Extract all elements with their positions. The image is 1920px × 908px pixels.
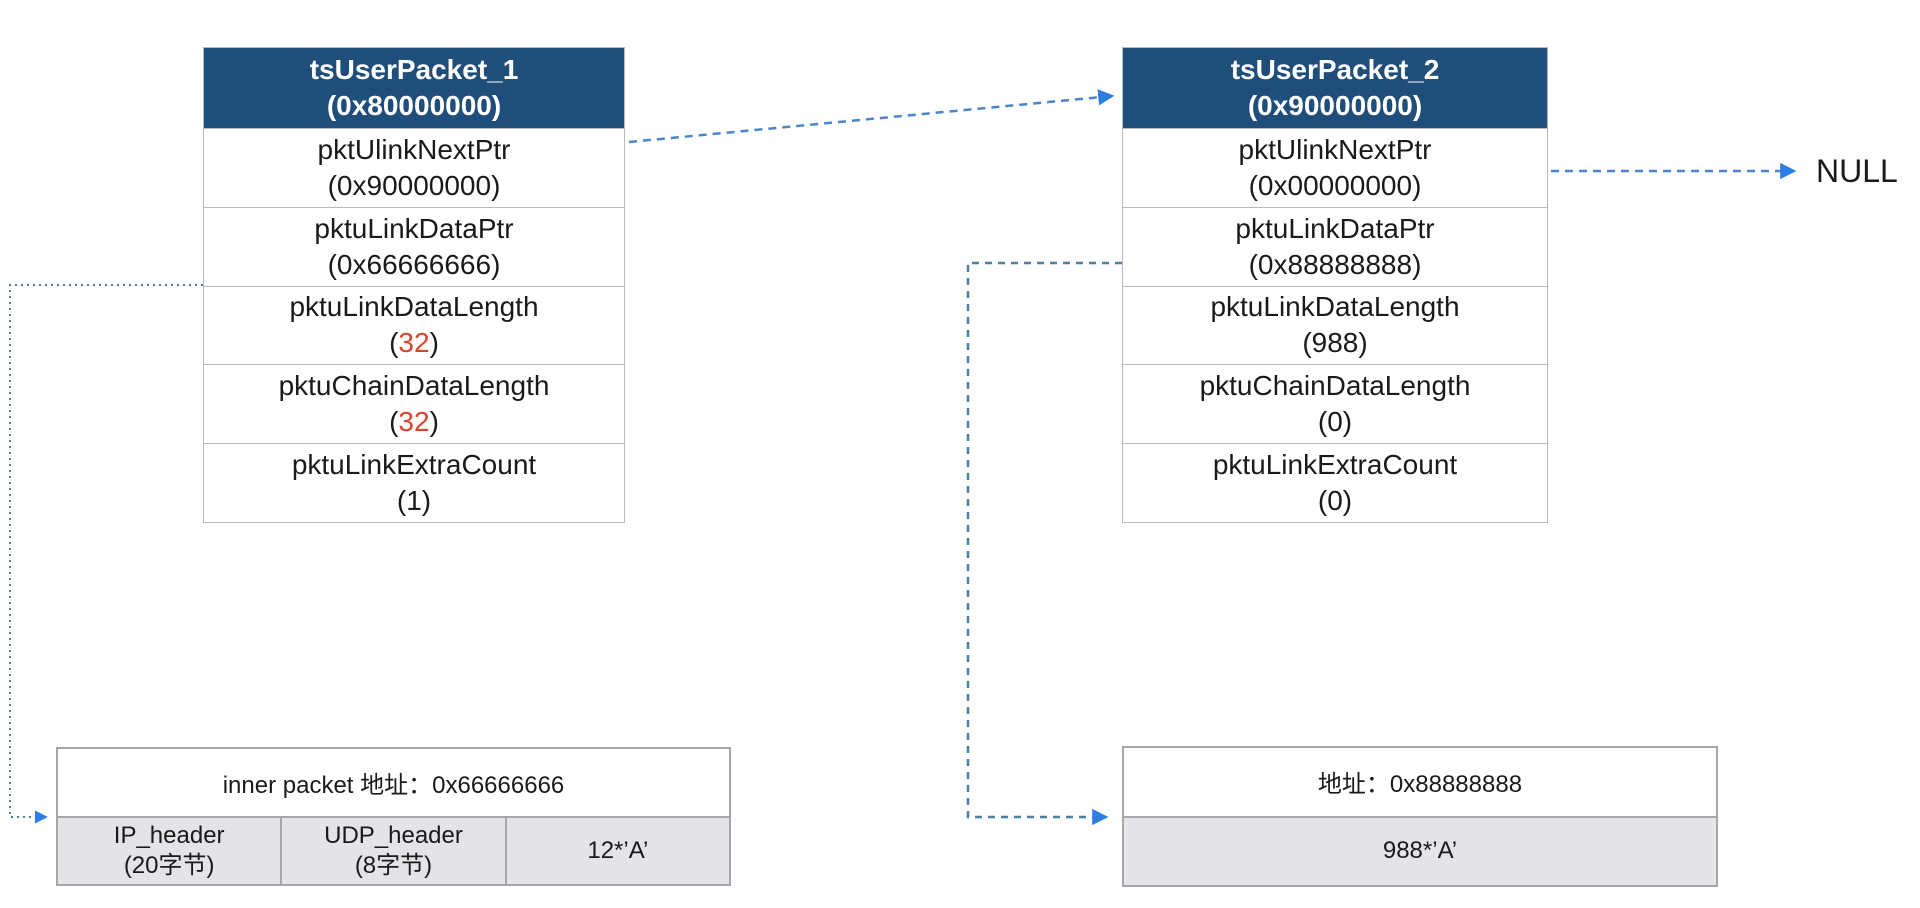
struct-row-next-ptr: pktUlinkNextPtr (0x00000000) xyxy=(1123,128,1547,207)
cell-line1: IP_header xyxy=(113,821,225,849)
field-value: (32) xyxy=(389,404,439,440)
packet1-title: tsUserPacket_1 xyxy=(309,54,519,85)
struct-row-link-data-length: pktuLinkDataLength (32) xyxy=(204,285,624,365)
struct-row-data-ptr: pktuLinkDataPtr (0x66666666) xyxy=(204,206,624,286)
buffer-content-row: IP_header (20字节) UDP_header (8字节) 12*’A’ xyxy=(58,815,729,885)
packet-struct-table-1: tsUserPacket_1 (0x80000000) pktUlinkNext… xyxy=(203,47,625,523)
highlighted-value: 32 xyxy=(398,327,430,359)
paren-close: ) xyxy=(429,406,439,438)
arrow-packet2-dataptr-to-buffer xyxy=(966,261,1122,826)
struct-row-extra-count: pktuLinkExtraCount (0) xyxy=(1123,443,1547,522)
buffer-address-title: 地址：0x88888888 xyxy=(1124,748,1716,816)
buffer-cell-udp-header: UDP_header (8字节) xyxy=(280,817,504,884)
field-name: pktUlinkNextPtr xyxy=(317,133,511,165)
field-name: pktuChainDataLength xyxy=(278,370,550,402)
data-buffer-table: 地址：0x88888888 988*’A’ xyxy=(1122,746,1718,887)
field-name: pktuLinkDataPtr xyxy=(314,212,514,244)
struct-row-chain-data-length: pktuChainDataLength (0) xyxy=(1123,364,1547,444)
struct-row-next-ptr: pktUlinkNextPtr (0x90000000) xyxy=(204,128,624,207)
paren-close: ) xyxy=(429,327,439,359)
buffer-cell-payload: 12*’A’ xyxy=(504,817,729,884)
struct-row-chain-data-length: pktuChainDataLength (32) xyxy=(204,364,624,444)
packet-struct-table-2: tsUserPacket_2 (0x90000000) pktUlinkNext… xyxy=(1122,47,1548,523)
paren-open: ( xyxy=(389,327,399,359)
paren-open: ( xyxy=(389,406,399,438)
field-name: pktuChainDataLength xyxy=(1199,370,1471,402)
field-value: (0) xyxy=(1317,485,1353,517)
field-name: pktuLinkDataPtr xyxy=(1235,212,1435,244)
field-name: pktuLinkExtraCount xyxy=(1212,449,1458,481)
cell-line1: 12*’A’ xyxy=(587,836,649,864)
field-name: pktuLinkExtraCount xyxy=(291,449,537,481)
packet2-header: tsUserPacket_2 (0x90000000) xyxy=(1123,48,1547,128)
field-value: (988) xyxy=(1302,327,1368,359)
inner-packet-buffer-table: inner packet 地址：0x66666666 IP_header (20… xyxy=(56,747,731,886)
field-name: pktUlinkNextPtr xyxy=(1238,133,1432,165)
buffer-cell-payload: 988*’A’ xyxy=(1382,837,1458,865)
buffer-address-title: inner packet 地址：0x66666666 xyxy=(58,749,729,816)
packet1-header: tsUserPacket_1 (0x80000000) xyxy=(204,48,624,128)
arrow-packet1-next-to-packet2 xyxy=(628,89,1115,144)
packet2-title: tsUserPacket_2 xyxy=(1230,54,1440,85)
highlighted-value: 32 xyxy=(398,406,430,438)
arrow-packet1-dataptr-to-buffer xyxy=(9,284,203,824)
field-value: (1) xyxy=(396,485,432,517)
cell-line2: (20字节) xyxy=(123,851,215,879)
buffer-cell-ip-header: IP_header (20字节) xyxy=(58,818,280,885)
field-value: (0x00000000) xyxy=(1248,169,1422,201)
field-value: (0x88888888) xyxy=(1248,248,1422,280)
struct-row-data-ptr: pktuLinkDataPtr (0x88888888) xyxy=(1123,206,1547,286)
struct-row-extra-count: pktuLinkExtraCount (1) xyxy=(204,443,624,522)
field-name: pktuLinkDataLength xyxy=(1210,291,1460,323)
field-name: pktuLinkDataLength xyxy=(289,291,539,323)
packet1-address: (0x80000000) xyxy=(326,90,502,121)
struct-row-link-data-length: pktuLinkDataLength (988) xyxy=(1123,285,1547,365)
packet2-address: (0x90000000) xyxy=(1247,90,1423,121)
field-value: (32) xyxy=(389,325,439,361)
cell-line2: (8字节) xyxy=(354,851,433,879)
cell-line1: UDP_header xyxy=(324,821,463,849)
buffer-content-row: 988*’A’ xyxy=(1124,815,1716,885)
null-terminator-label: NULL xyxy=(1816,153,1898,189)
field-value: (0x90000000) xyxy=(327,169,501,201)
field-value: (0x66666666) xyxy=(327,248,501,280)
field-value: (0) xyxy=(1317,406,1353,438)
